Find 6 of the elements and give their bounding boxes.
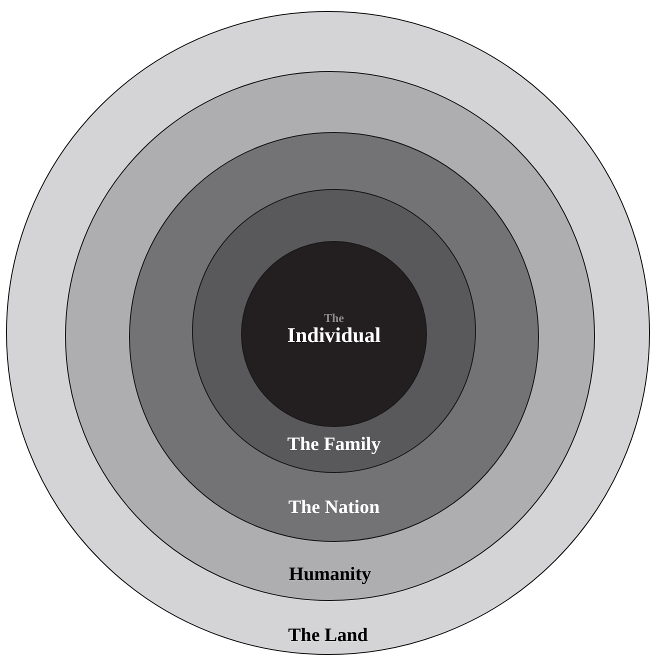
ring-label: Individual [287,323,381,349]
ring-label: The Land [288,624,368,648]
ring-label: Humanity [288,564,372,586]
ring-label: The [324,310,344,326]
ring-label: The Nation [288,496,380,520]
ring-label: The Family [287,434,381,456]
